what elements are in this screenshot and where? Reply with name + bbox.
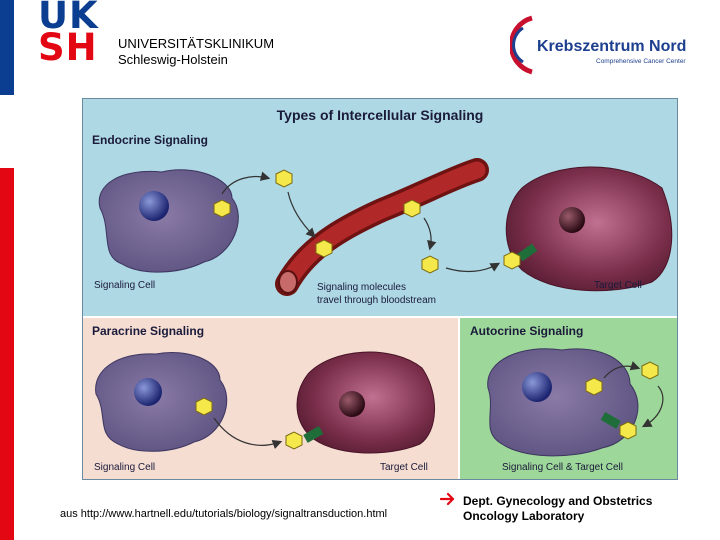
autocrine-cell-label: Signaling Cell & Target Cell <box>502 462 623 473</box>
department-line-1: Dept. Gynecology and Obstetrics <box>463 494 653 508</box>
endocrine-signaling-cell-label: Signaling Cell <box>94 280 155 291</box>
endocrine-receptor <box>517 243 538 262</box>
endocrine-target-cell <box>505 166 673 292</box>
paracrine-arrow <box>213 417 283 449</box>
logo-red-arc <box>510 15 533 75</box>
endocrine-molecule-3 <box>315 239 333 258</box>
endocrine-heading: Endocrine Signaling <box>92 133 208 147</box>
blood-vessel <box>278 161 486 293</box>
logo-text-uk: UK <box>38 0 99 37</box>
intercellular-signaling-figure: Types of Intercellular Signaling Endocri… <box>82 98 678 480</box>
endocrine-arrow-4 <box>445 262 501 273</box>
figure-title: Types of Intercellular Signaling <box>277 107 484 123</box>
department-info: Dept. Gynecology and Obstetrics Oncology… <box>463 494 652 524</box>
uksh-red-bar <box>0 168 14 540</box>
paracrine-target-cell <box>296 351 435 454</box>
uksh-blue-bar <box>0 0 14 95</box>
paracrine-signaling-cell-label: Signaling Cell <box>94 462 155 473</box>
paracrine-receptor <box>303 426 324 443</box>
paracrine-target-nucleus <box>339 391 365 417</box>
paracrine-molecule-2 <box>285 431 303 450</box>
autocrine-arrow-1 <box>603 361 641 379</box>
institution-name: UNIVERSITÄTSKLINIKUM Schleswig-Holstein <box>118 36 274 68</box>
autocrine-cell <box>487 348 639 457</box>
autocrine-molecule-1 <box>585 377 603 396</box>
blood-vessel-opening <box>278 270 298 294</box>
paracrine-signaling-cell <box>95 351 228 452</box>
logo-title: Krebszentrum Nord <box>537 38 686 55</box>
molecules-label-line-1: Signaling molecules <box>317 282 406 293</box>
endocrine-signaling-nucleus <box>139 191 169 221</box>
paracrine-target-cell-label: Target Cell <box>380 462 428 473</box>
department-line-2: Oncology Laboratory <box>463 509 585 523</box>
endocrine-arrow-2 <box>287 191 316 238</box>
endocrine-molecule-4 <box>403 199 421 218</box>
endocrine-target-cell-label: Target Cell <box>594 280 642 291</box>
autocrine-receptor <box>600 412 621 429</box>
source-caption: aus http://www.hartnell.edu/tutorials/bi… <box>60 508 388 520</box>
endocrine-arrow-3 <box>423 217 437 251</box>
figure-border <box>82 98 678 480</box>
logo-text-sh: SH <box>38 26 98 69</box>
endocrine-arrow-1 <box>221 171 271 195</box>
autocrine-molecule-2 <box>641 361 659 380</box>
endocrine-signaling-cell <box>98 169 239 273</box>
autocrine-heading: Autocrine Signaling <box>470 324 583 338</box>
krebszentrum-logo: Krebszentrum Nord Comprehensive Cancer C… <box>510 15 686 75</box>
autocrine-arrow-2 <box>641 385 664 428</box>
endocrine-target-nucleus <box>559 207 585 233</box>
autocrine-nucleus <box>522 372 552 402</box>
paracrine-signaling-nucleus <box>134 378 162 406</box>
endocrine-molecule-1 <box>213 199 231 218</box>
arrow-right-icon <box>440 492 455 506</box>
molecules-label-line-2: travel through bloodstream <box>317 295 436 306</box>
paracrine-heading: Paracrine Signaling <box>92 324 204 338</box>
logo-blue-arc <box>512 26 524 64</box>
logo-subtitle: Comprehensive Cancer Center <box>596 58 686 65</box>
endocrine-molecule-6 <box>503 251 521 270</box>
institution-line-2: Schleswig-Holstein <box>118 52 228 67</box>
paracrine-molecule-1 <box>195 397 213 416</box>
endocrine-molecule-5 <box>421 255 439 274</box>
institution-line-1: UNIVERSITÄTSKLINIKUM <box>118 36 275 51</box>
endocrine-molecule-2 <box>275 169 293 188</box>
uksh-logo: UK SH <box>38 0 99 69</box>
autocrine-molecule-3 <box>619 421 637 440</box>
